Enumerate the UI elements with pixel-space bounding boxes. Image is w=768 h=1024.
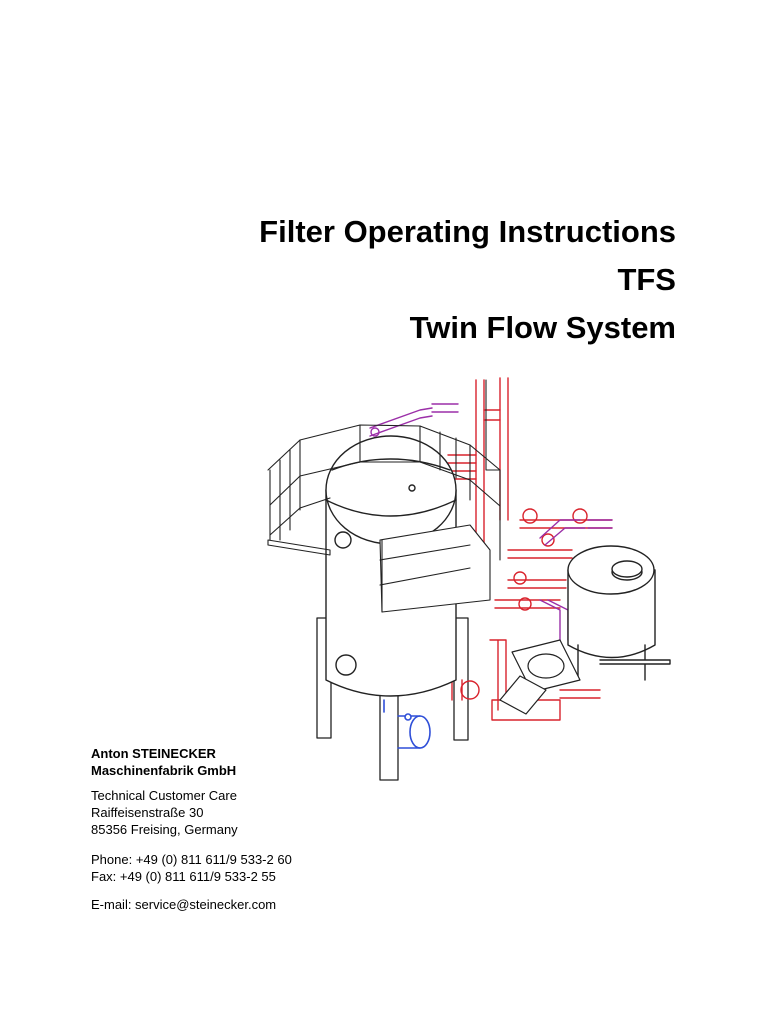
platform-railing	[267, 379, 501, 613]
phone: Phone: +49 (0) 811 611/9 533-2 60	[91, 852, 292, 867]
document-title: Filter Operating Instructions TFS Twin F…	[259, 208, 676, 352]
storage-tank	[567, 545, 671, 681]
department: Technical Customer Care	[91, 788, 237, 803]
address-block: Technical Customer Care Raiffeisenstraße…	[91, 787, 292, 838]
title-line-1: Filter Operating Instructions	[259, 214, 676, 249]
pump-assembly	[499, 639, 581, 715]
red-pipework	[447, 377, 613, 721]
blue-motor	[383, 699, 431, 749]
contact-block: Phone: +49 (0) 811 611/9 533-2 60 Fax: +…	[91, 851, 292, 885]
email-block: E-mail: service@steinecker.com	[91, 896, 292, 913]
company-name-line-2: Maschinenfabrik GmbH	[91, 763, 237, 778]
email: E-mail: service@steinecker.com	[91, 897, 277, 912]
filter-system-illustration	[267, 377, 671, 781]
company-info: Anton STEINECKER Maschinenfabrik GmbH Te…	[91, 745, 292, 913]
city: 85356 Freising, Germany	[91, 822, 238, 837]
fax: Fax: +49 (0) 811 611/9 533-2 55	[91, 869, 276, 884]
company-name-line-1: Anton STEINECKER	[91, 746, 216, 761]
title-line-2: TFS	[617, 262, 676, 297]
title-line-3: Twin Flow System	[409, 310, 676, 345]
street: Raiffeisenstraße 30	[91, 805, 204, 820]
